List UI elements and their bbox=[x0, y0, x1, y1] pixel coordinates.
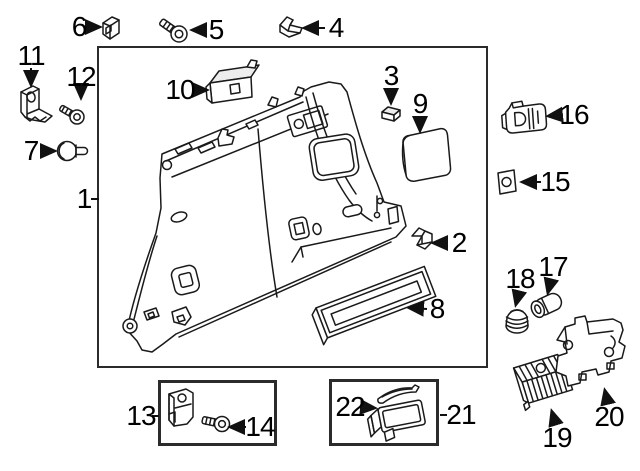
part-15-spacer-icon bbox=[497, 169, 517, 195]
part-2-clip-icon bbox=[411, 227, 433, 250]
callout-4-label: 4 bbox=[328, 12, 345, 43]
callout-11-label: 11 bbox=[17, 40, 45, 71]
callout-18-arrow bbox=[511, 288, 528, 308]
part-5-screw-icon bbox=[159, 18, 188, 43]
callout-22-label: 22 bbox=[335, 391, 365, 422]
callout-3-label: 3 bbox=[383, 60, 400, 91]
part-18-grommet-icon bbox=[505, 309, 529, 334]
callout-19-label: 19 bbox=[542, 422, 572, 453]
callout-16-arrow bbox=[545, 106, 564, 123]
callout-16-label: 16 bbox=[559, 99, 589, 130]
callout-22-arrow bbox=[359, 398, 378, 415]
part-6-clip-icon bbox=[102, 16, 120, 40]
callout-14-label: 14 bbox=[245, 411, 275, 442]
part-7-push-pin-icon bbox=[56, 140, 89, 162]
callout-6-label: 6 bbox=[71, 11, 88, 42]
part-16-latch-icon bbox=[501, 100, 548, 134]
part-13-bracket-icon bbox=[168, 388, 194, 427]
part-8-sill-trim-icon bbox=[311, 265, 437, 346]
part-17-sleeve-icon bbox=[530, 292, 563, 319]
callout-1-label: 1 bbox=[76, 183, 93, 214]
callout-18-label: 18 bbox=[505, 263, 535, 294]
part-21-pocket-icon bbox=[366, 399, 426, 442]
callout-15-label: 15 bbox=[540, 166, 570, 197]
callout-2-label: 2 bbox=[451, 227, 468, 258]
callout-17-arrow bbox=[543, 276, 560, 296]
callout-8-label: 8 bbox=[429, 293, 446, 324]
callout-20-label: 20 bbox=[594, 401, 624, 432]
callout-21-label: 21 bbox=[446, 399, 476, 430]
callout-5-label: 5 bbox=[208, 14, 225, 45]
callout-13-label: 13 bbox=[126, 400, 156, 431]
part-19-module-icon bbox=[512, 353, 576, 412]
callout-8-arrow bbox=[406, 300, 428, 317]
part-9-access-cover-icon bbox=[401, 127, 452, 183]
part-10-bracket-icon bbox=[205, 59, 260, 104]
quarter-trim-panel-illustration bbox=[122, 59, 452, 353]
callout-20-arrow bbox=[600, 387, 616, 407]
part-12-screw-icon bbox=[59, 104, 85, 125]
callout-10-label: 10 bbox=[165, 74, 195, 105]
part-22-handle-icon bbox=[377, 384, 420, 404]
callout-17-label: 17 bbox=[538, 251, 568, 282]
callout-19-arrow bbox=[548, 408, 564, 428]
callout-12-label: 12 bbox=[66, 61, 96, 92]
part-3-clip-icon bbox=[381, 106, 401, 122]
callout-9-label: 9 bbox=[412, 88, 429, 119]
part-20-bracket-icon bbox=[555, 315, 626, 387]
callout-7-label: 7 bbox=[23, 135, 40, 166]
